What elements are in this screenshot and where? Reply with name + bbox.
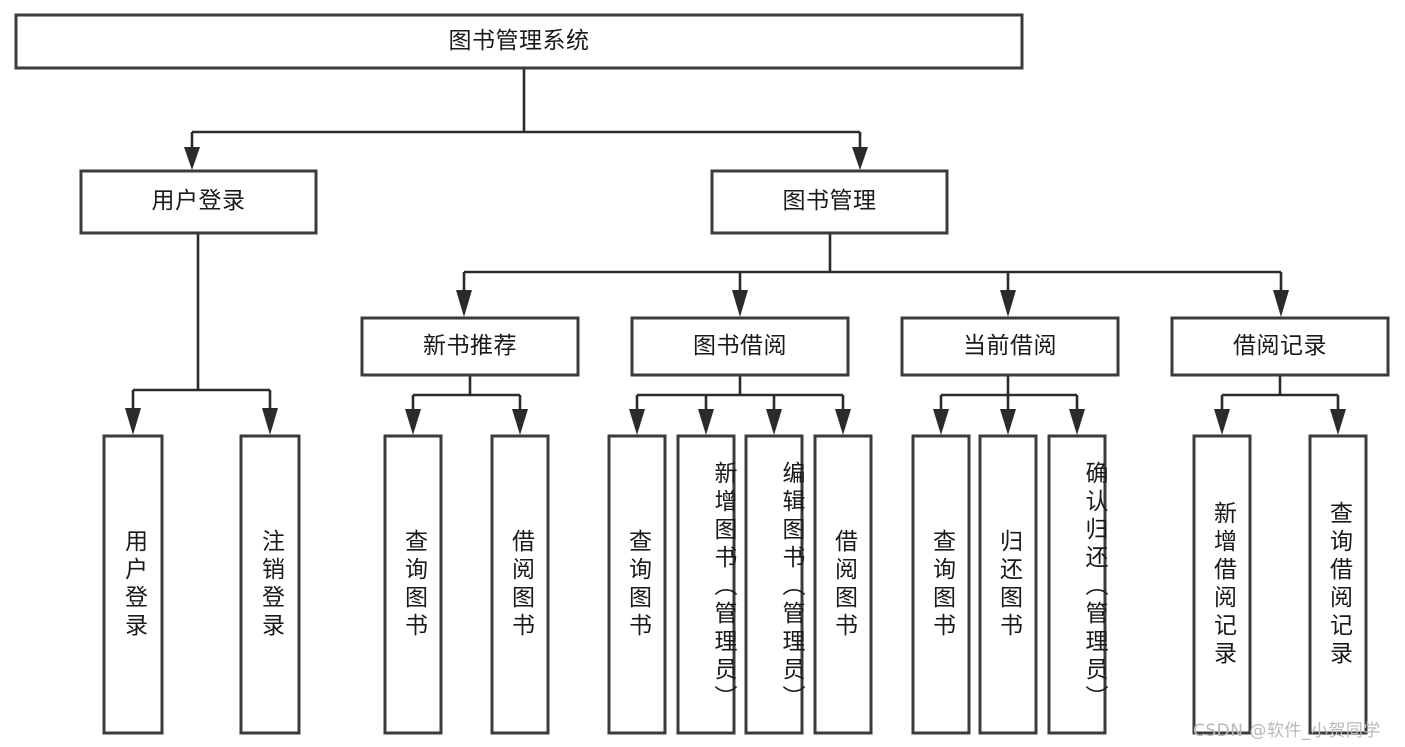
node-box-root[interactable] [14,13,1024,70]
node-box-new-book-recommend[interactable] [360,316,580,377]
arrow-head-icon [1000,409,1016,435]
arrow-head-icon [405,409,421,435]
arrow-head-icon [262,408,278,435]
node-box-leaf[interactable] [1192,434,1252,735]
connector-bookmgmt-to-level3 [456,233,1289,317]
connector-borrowrecord-to-leaves [1214,375,1346,435]
connector-newbook-to-leaves [405,375,528,435]
arrow-head-icon [456,290,472,317]
arrow-head-icon [766,409,782,435]
node-box-leaf[interactable] [1308,434,1368,735]
arrow-head-icon [125,408,141,435]
node-box-user-login[interactable] [79,169,318,235]
node-box-leaf[interactable] [911,434,971,735]
node-box-current-borrow[interactable] [900,316,1120,377]
node-box-leaf[interactable] [607,434,667,735]
arrow-head-icon [698,409,714,435]
node-box-leaf[interactable] [744,434,804,735]
arrow-head-icon [933,409,949,435]
arrow-head-icon [512,409,528,435]
connector-bookborrow-to-leaves [629,375,851,435]
node-box-leaf[interactable] [490,434,550,735]
node-box-borrow-record[interactable] [1170,316,1390,377]
arrow-head-icon [1330,409,1346,435]
arrow-head-icon [835,409,851,435]
arrow-head-icon [1069,409,1085,435]
node-box-leaf[interactable] [1047,434,1107,735]
node-box-leaf[interactable] [239,434,301,735]
connector-currentborrow-to-leaves [933,375,1085,435]
arrow-head-icon [629,409,645,435]
connector-userlogin-to-leaves [125,233,278,435]
node-box-leaf[interactable] [978,434,1038,735]
arrow-head-icon [184,147,200,170]
node-box-leaf[interactable] [102,434,164,735]
node-box-book-management[interactable] [710,169,949,235]
arrow-head-icon [852,147,868,170]
node-box-leaf[interactable] [676,434,736,735]
arrow-head-icon [1000,290,1016,317]
node-box-leaf[interactable] [813,434,873,735]
arrow-head-icon [732,290,748,317]
node-box-leaf[interactable] [383,434,443,735]
node-box-book-borrow[interactable] [630,316,850,377]
arrow-head-icon [1214,409,1230,435]
connector-root-to-level2 [184,68,868,170]
arrow-head-icon [1273,290,1289,317]
